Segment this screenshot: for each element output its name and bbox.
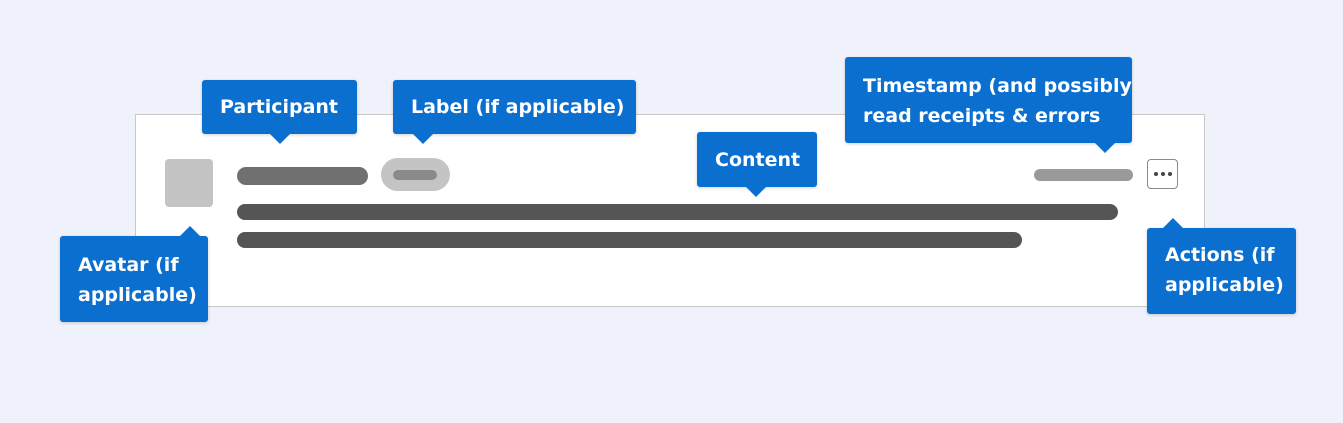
callout-participant-text: Participant (220, 96, 339, 118)
content-line-1-placeholder (237, 204, 1118, 220)
more-horizontal-icon (1153, 172, 1158, 176)
callout-label-text: Label (if applicable) (411, 96, 625, 118)
callout-actions-text-1: Actions (if (1165, 244, 1275, 266)
callout-avatar-text-1: Avatar (if (78, 254, 179, 276)
more-horizontal-icon-dot (1160, 172, 1165, 176)
participant-name-placeholder (237, 167, 368, 185)
more-horizontal-icon-dot (1167, 172, 1172, 176)
callout-timestamp-text-2: read receipts & errors (863, 105, 1101, 127)
callout-timestamp: Timestamp (and possibly read receipts & … (845, 57, 1132, 153)
avatar-placeholder (165, 159, 213, 207)
label-pill-placeholder (381, 158, 450, 191)
more-actions-button[interactable] (1147, 159, 1178, 189)
label-text-placeholder (393, 170, 437, 180)
timestamp-placeholder (1034, 169, 1133, 181)
callout-content: Content (697, 132, 817, 197)
callout-label: Label (if applicable) (393, 80, 636, 144)
callout-avatar: Avatar (if applicable) (60, 226, 208, 322)
content-line-2-placeholder (237, 232, 1022, 248)
callout-participant: Participant (202, 80, 357, 144)
callout-actions-text-2: applicable) (1165, 274, 1284, 296)
callout-content-text: Content (715, 149, 801, 171)
callout-actions: Actions (if applicable) (1147, 218, 1296, 314)
callout-avatar-text-2: applicable) (78, 284, 197, 306)
callout-timestamp-text-1: Timestamp (and possibly (863, 75, 1132, 97)
